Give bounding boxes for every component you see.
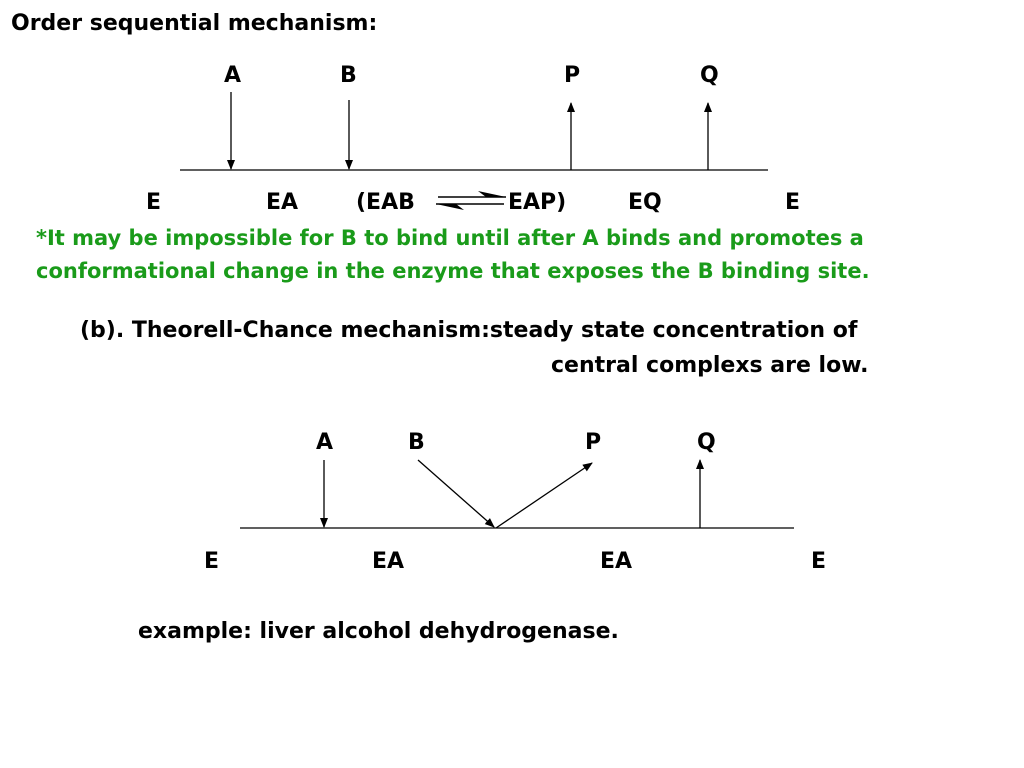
d2-product-p-label: P [585,430,602,455]
d1-product-p-label: P [564,63,581,88]
d2-product-q-label: Q [697,430,716,455]
d2-arrow-p-release [495,462,593,529]
d2-species-ea-right: EA [600,549,633,574]
note-line-1: *It may be impossible for B to bind unti… [36,226,864,250]
d1-species-e-start: E [146,190,162,215]
d2-substrate-b-label: B [408,430,425,455]
equilibrium-arrows [436,191,506,210]
d1-species-ea: EA [266,190,299,215]
section-b-line-2: central complexs are low. [551,353,869,378]
d1-species-eab: (EAB [356,190,415,215]
d1-species-e-end: E [785,190,801,215]
example-text: example: liver alcohol dehydrogenase. [138,619,619,644]
d1-species-eq: EQ [628,190,662,215]
section-b-line-1: (b). Theorell-Chance mechanism:steady st… [80,318,858,343]
d2-arrow-b-binding [417,459,495,528]
d2-species-e-start: E [204,549,220,574]
d1-substrate-a-label: A [224,63,242,88]
d1-species-eap: EAP) [508,190,567,215]
d1-product-q-label: Q [700,63,719,88]
d2-species-e-end: E [811,549,827,574]
d2-substrate-a-label: A [316,430,334,455]
d2-species-ea-left: EA [372,549,405,574]
note-line-2: conformational change in the enzyme that… [36,259,870,283]
page-title: Order sequential mechanism: [11,11,378,36]
d1-substrate-b-label: B [340,63,357,88]
